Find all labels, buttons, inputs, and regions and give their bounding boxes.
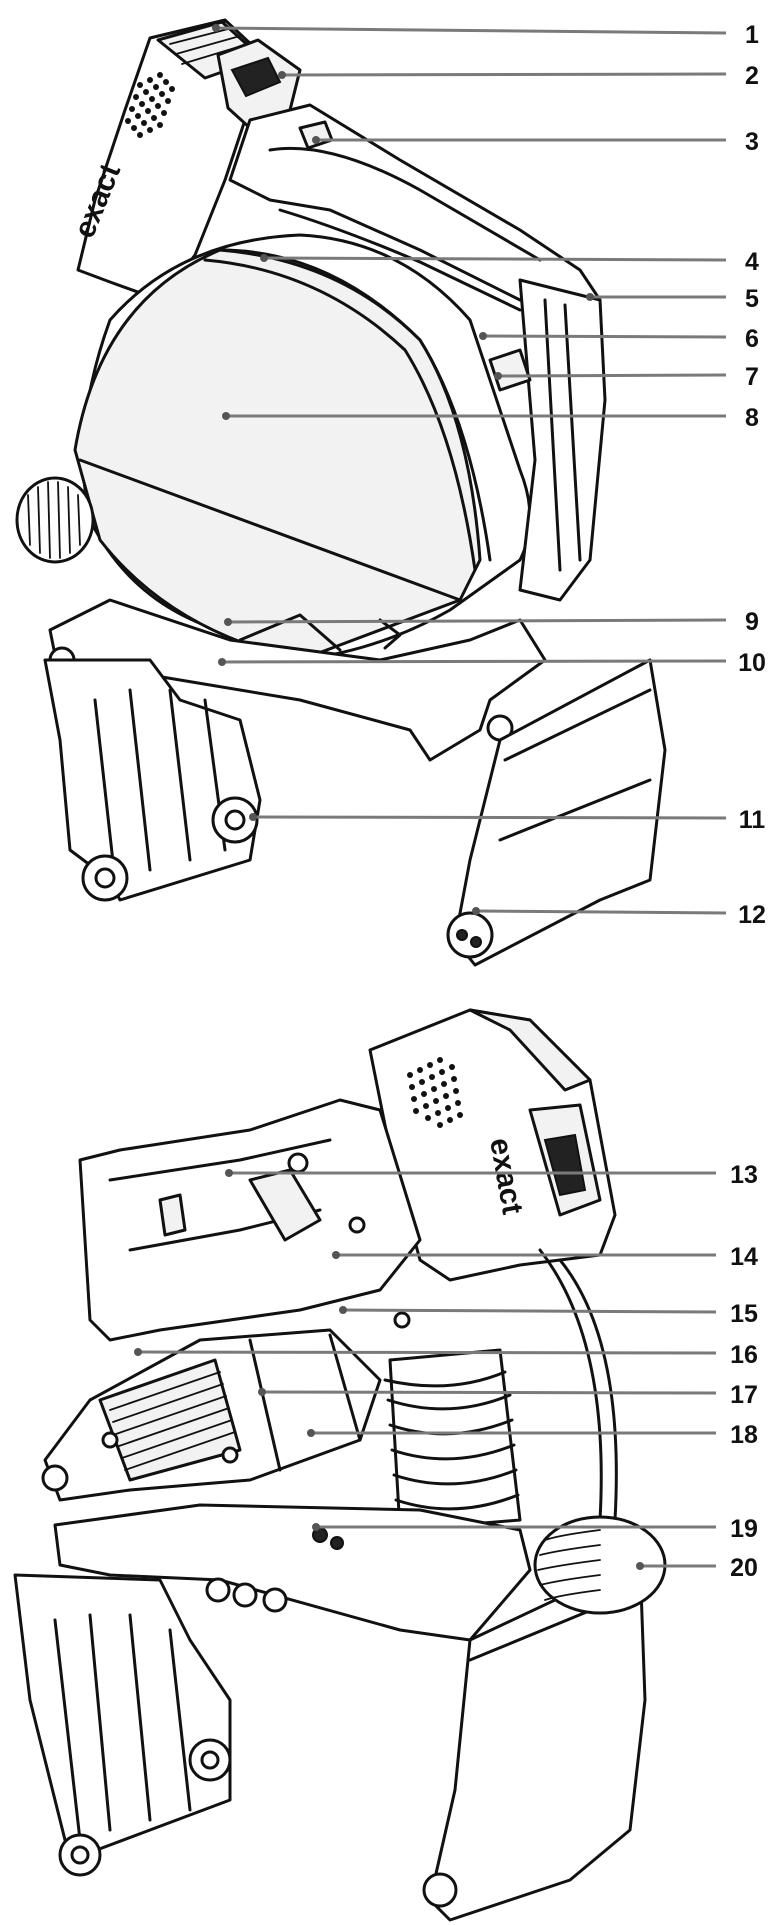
- rear-view-callouts: 13 14 15 16 17 18 19 20: [134, 1161, 758, 1582]
- rear-guard: [538, 1248, 618, 1522]
- callout-label: 8: [745, 404, 759, 432]
- callout-label: 16: [730, 1341, 758, 1369]
- front-view-callouts: 1 2 3 4 5 6 7 8 9 10 11 12: [212, 21, 766, 929]
- battery-pack: exact: [68, 18, 302, 302]
- motor-housing: [41, 1328, 382, 1502]
- callout-label: 19: [730, 1515, 758, 1543]
- callout-label: 9: [745, 608, 759, 636]
- depth-knob: [15, 476, 95, 564]
- callout-label: 18: [730, 1421, 758, 1449]
- callout-label: 1: [745, 21, 759, 49]
- callout-label: 20: [730, 1554, 758, 1582]
- bellows: [383, 1348, 522, 1532]
- handle-rear: [78, 1098, 422, 1342]
- callout-label: 12: [738, 901, 766, 929]
- callout-label: 3: [745, 128, 759, 156]
- callout-label: 11: [739, 806, 766, 834]
- callout-label: 7: [745, 363, 759, 391]
- blade-guard: [73, 233, 532, 662]
- callout-label: 2: [745, 62, 759, 90]
- rear-view-drawing: exact: [13, 1008, 667, 1922]
- callout-label: 15: [730, 1300, 758, 1328]
- handle-column: [488, 278, 607, 602]
- front-view-drawing: exact: [15, 18, 667, 967]
- callout-label: 13: [730, 1161, 758, 1189]
- front-base: [43, 598, 667, 967]
- rear-base: [13, 1503, 647, 1922]
- callout-label: 14: [730, 1243, 758, 1271]
- battery-pack-rear: exact: [368, 1008, 617, 1282]
- callout-label: 5: [745, 285, 759, 313]
- callout-label: 4: [745, 248, 759, 276]
- callout-label: 6: [745, 325, 759, 353]
- callout-label: 17: [730, 1381, 758, 1409]
- callout-label: 10: [738, 649, 766, 677]
